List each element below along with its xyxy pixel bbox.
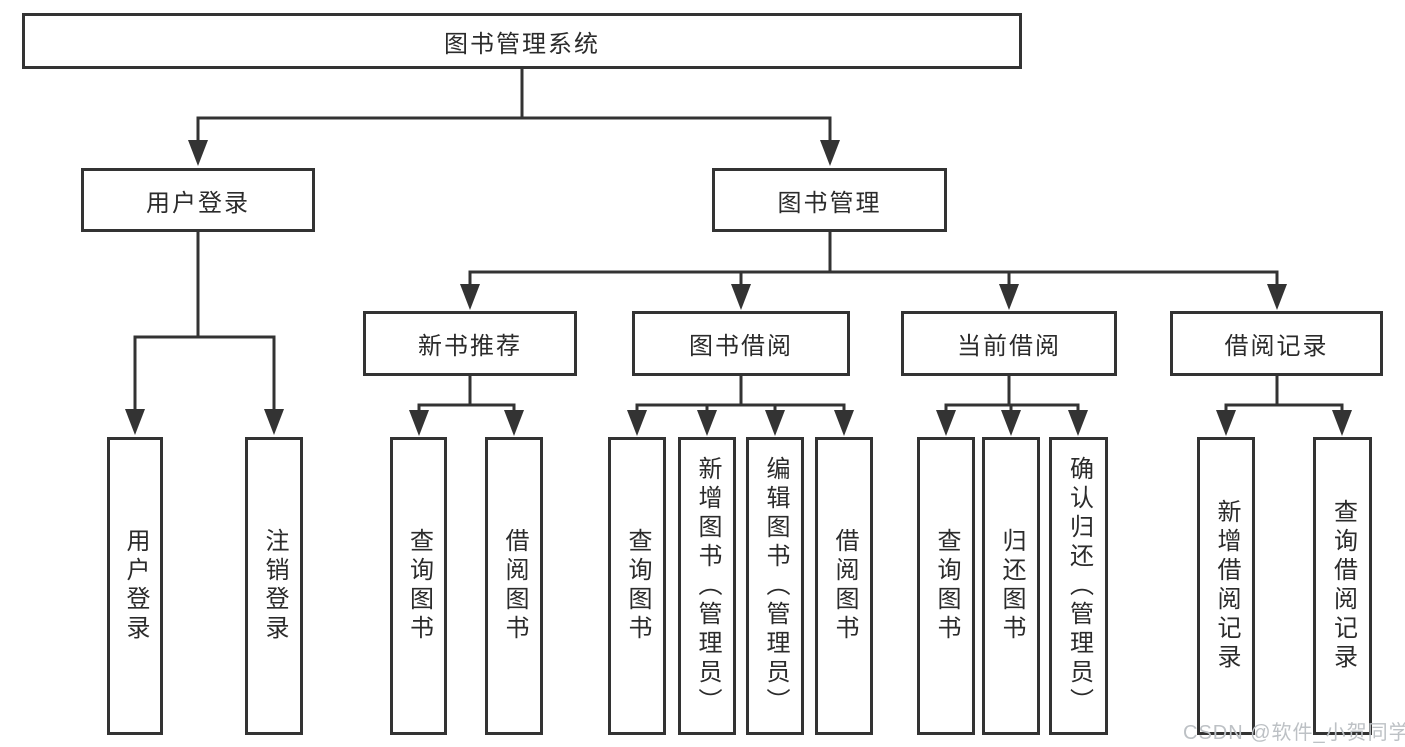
leaf-current-confirm-return-admin: 确认归还（管理员） [1049, 437, 1108, 735]
node-borrow-records: 借阅记录 [1170, 311, 1383, 376]
node-book-borrow: 图书借阅 [632, 311, 850, 376]
leaf-borrow-query-books-label: 查询图书 [624, 528, 651, 644]
node-book-management-label: 图书管理 [777, 189, 882, 217]
watermark: CSDN @软件_小贺同学 [1183, 722, 1405, 744]
node-root: 图书管理系统 [22, 13, 1022, 69]
node-book-borrow-label: 图书借阅 [689, 333, 793, 360]
node-user-login: 用户登录 [81, 168, 315, 232]
node-new-book-recommend-label: 新书推荐 [418, 333, 522, 360]
leaf-logout: 注销登录 [245, 437, 303, 735]
leaf-borrow-add-books-admin: 新增图书（管理员） [678, 437, 736, 735]
leaf-current-return-books-label: 归还图书 [998, 528, 1025, 644]
leaf-current-query-books: 查询图书 [917, 437, 975, 735]
leaf-newbook-query-books: 查询图书 [390, 437, 447, 735]
node-book-management: 图书管理 [712, 168, 947, 232]
leaf-borrow-borrow-books-label: 借阅图书 [831, 528, 858, 644]
leaf-user-login-label: 用户登录 [122, 528, 149, 644]
leaf-borrow-edit-books-admin: 编辑图书（管理员） [746, 437, 804, 735]
leaf-current-return-books: 归还图书 [982, 437, 1040, 735]
leaf-current-query-books-label: 查询图书 [933, 528, 960, 644]
leaf-borrow-add-books-admin-label: 新增图书（管理员） [694, 455, 721, 717]
node-new-book-recommend: 新书推荐 [363, 311, 577, 376]
leaf-records-add-record-label: 新增借阅记录 [1213, 499, 1240, 673]
leaf-borrow-borrow-books: 借阅图书 [815, 437, 873, 735]
arrowheads [125, 140, 1352, 436]
leaf-borrow-query-books: 查询图书 [608, 437, 666, 735]
leaf-logout-label: 注销登录 [261, 528, 288, 644]
leaf-current-confirm-return-admin-label: 确认归还（管理员） [1065, 455, 1093, 717]
node-borrow-records-label: 借阅记录 [1224, 333, 1329, 360]
leaf-newbook-borrow-books-label: 借阅图书 [501, 528, 528, 644]
leaf-newbook-borrow-books: 借阅图书 [485, 437, 543, 735]
leaf-records-query-record-label: 查询借阅记录 [1329, 499, 1357, 673]
node-user-login-label: 用户登录 [146, 189, 250, 217]
leaf-user-login: 用户登录 [107, 437, 163, 735]
leaf-records-add-record: 新增借阅记录 [1197, 437, 1255, 735]
leaf-records-query-record: 查询借阅记录 [1313, 437, 1372, 735]
node-current-borrow-label: 当前借阅 [957, 333, 1061, 360]
node-root-label: 图书管理系统 [444, 30, 600, 58]
leaf-newbook-query-books-label: 查询图书 [405, 528, 433, 644]
leaf-borrow-edit-books-admin-label: 编辑图书（管理员） [762, 455, 789, 717]
node-current-borrow: 当前借阅 [901, 311, 1117, 376]
